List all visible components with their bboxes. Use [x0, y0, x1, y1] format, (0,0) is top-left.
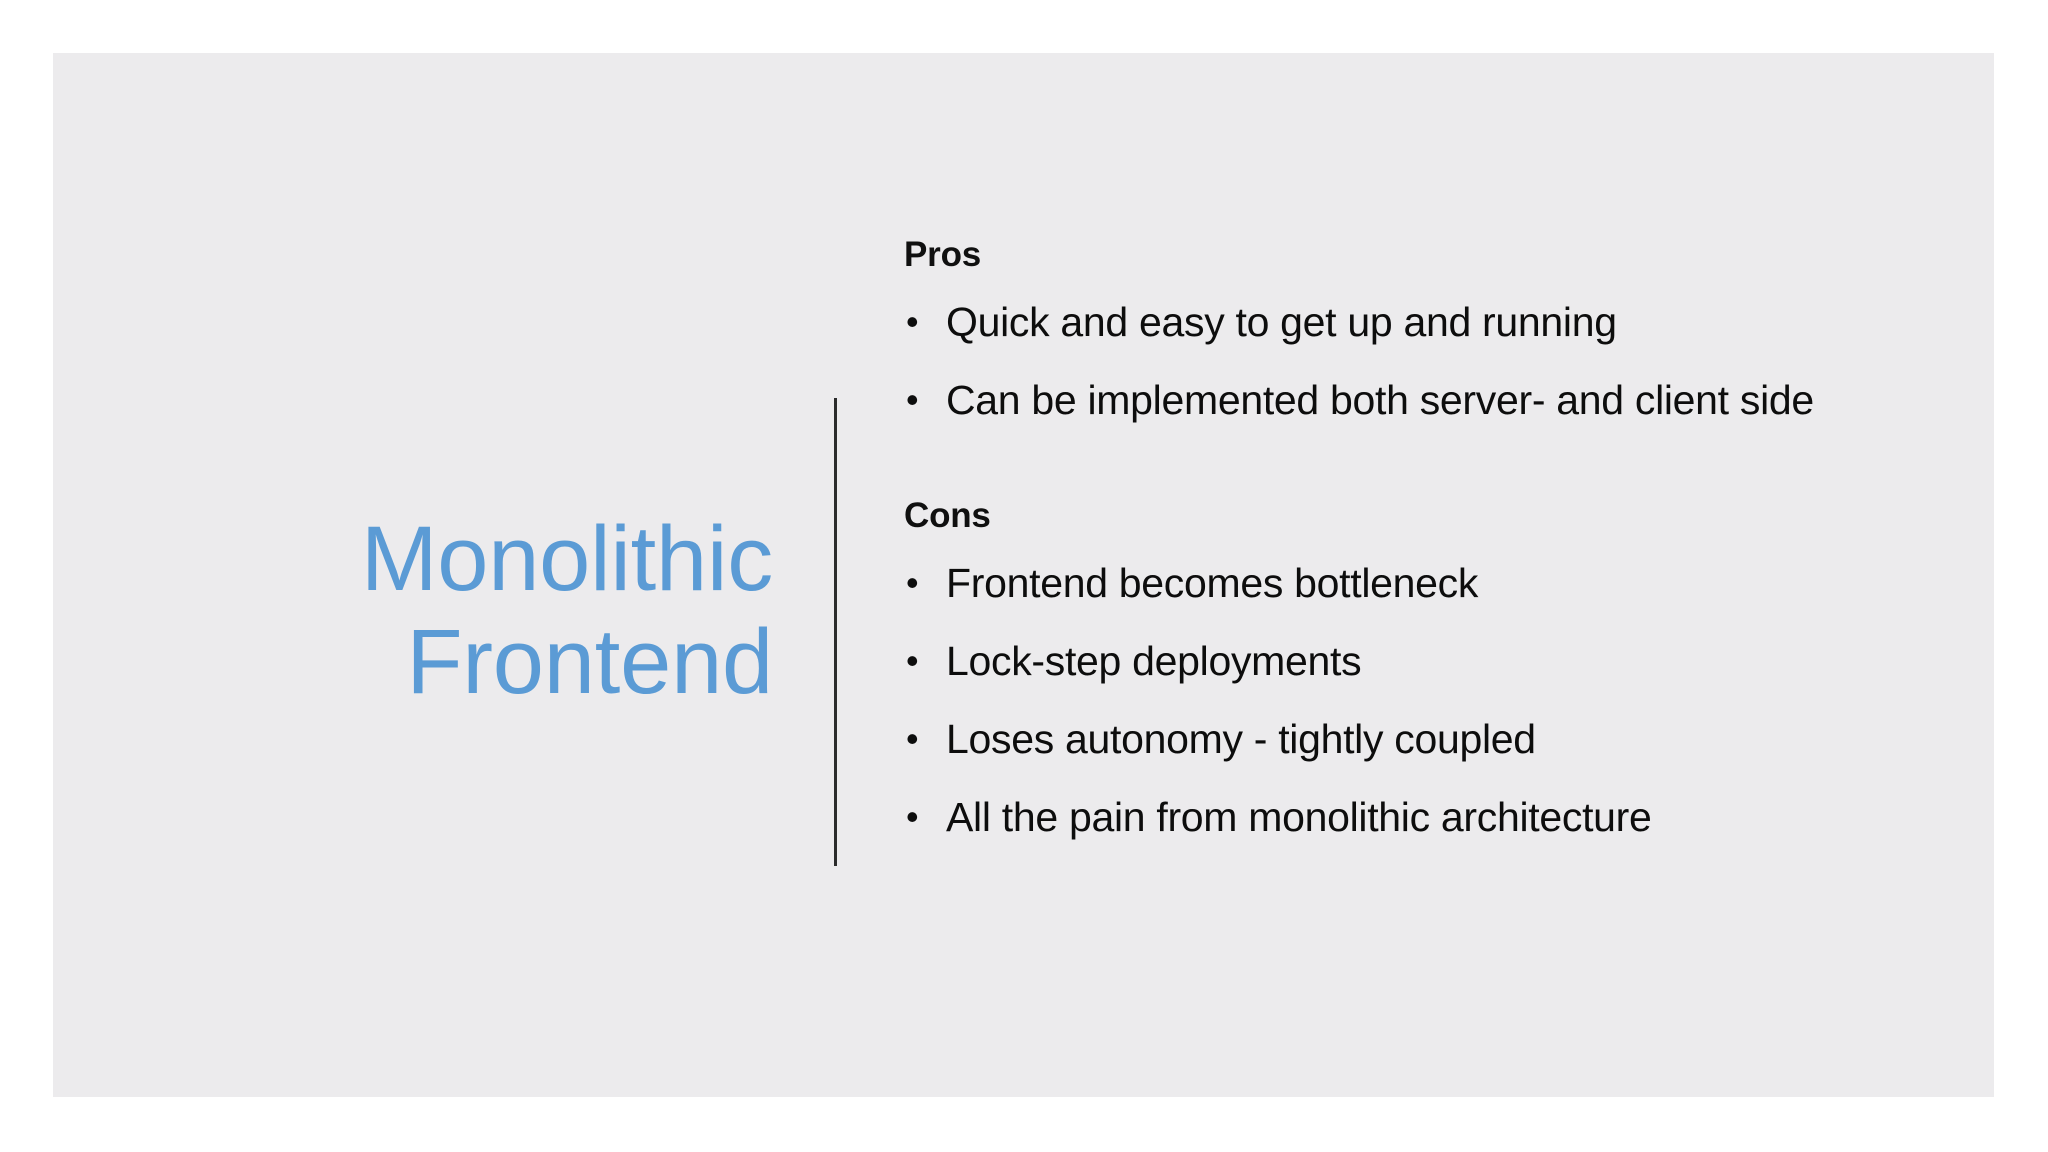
list-item: Quick and easy to get up and running: [904, 283, 1904, 361]
list-item: Loses autonomy - tightly coupled: [904, 700, 1904, 778]
slide-title: Monolithic Frontend: [203, 508, 773, 714]
list-item: All the pain from monolithic architectur…: [904, 778, 1904, 856]
section-cons: Cons Frontend becomes bottleneck Lock-st…: [904, 494, 1904, 856]
list-item: Lock-step deployments: [904, 622, 1904, 700]
content-column: Pros Quick and easy to get up and runnin…: [904, 233, 1904, 856]
slide-content-panel: Monolithic Frontend Pros Quick and easy …: [53, 53, 1994, 1097]
slide-title-line-2: Frontend: [406, 611, 773, 713]
slide-title-line-1: Monolithic: [360, 508, 773, 610]
pros-bullet-list: Quick and easy to get up and running Can…: [904, 283, 1904, 439]
list-item: Frontend becomes bottleneck: [904, 544, 1904, 622]
pros-heading: Pros: [904, 235, 982, 274]
list-item: Can be implemented both server- and clie…: [904, 361, 1904, 439]
vertical-divider: [834, 398, 837, 866]
cons-heading: Cons: [904, 496, 991, 535]
cons-bullet-list: Frontend becomes bottleneck Lock-step de…: [904, 544, 1904, 856]
section-pros: Pros Quick and easy to get up and runnin…: [904, 233, 1904, 439]
